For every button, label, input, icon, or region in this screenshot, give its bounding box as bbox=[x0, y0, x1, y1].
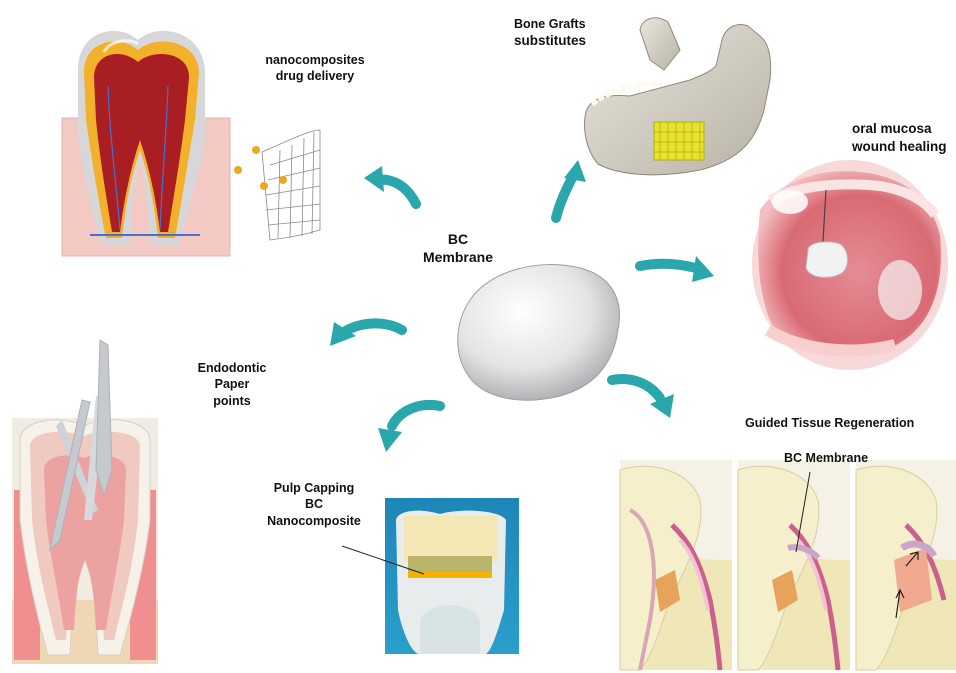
bc-membrane-blob bbox=[458, 265, 620, 401]
pulp-capping-line2: BC bbox=[256, 496, 372, 512]
bone-grafts-label: Bone Grafts substitutes bbox=[514, 16, 586, 50]
bone-grafts-line2: substitutes bbox=[514, 32, 586, 50]
endodontic-tooth-image bbox=[12, 340, 158, 664]
arrow-to-gtr bbox=[612, 379, 674, 418]
gtr-title: Guided Tissue Regeneration bbox=[745, 415, 914, 431]
endodontic-label: Endodontic Paper points bbox=[190, 360, 274, 409]
endodontic-line1: Endodontic bbox=[190, 360, 274, 376]
gtr-panel-3 bbox=[856, 460, 956, 670]
endodontic-line2: Paper bbox=[190, 376, 274, 392]
endodontic-line3: points bbox=[190, 393, 274, 409]
arrow-to-endodontic bbox=[330, 322, 402, 346]
nanocomposites-line2: drug delivery bbox=[250, 68, 380, 84]
oral-mucosa-line1: oral mucosa bbox=[852, 120, 947, 138]
center-label-line2: Membrane bbox=[412, 248, 504, 266]
nanocomposites-label: nanocomposites drug delivery bbox=[250, 52, 380, 85]
pulp-capping-line1: Pulp Capping bbox=[256, 480, 372, 496]
arrow-to-bone-grafts bbox=[556, 160, 586, 218]
arrow-to-nanocomposites bbox=[364, 166, 416, 204]
nano-mesh-image bbox=[262, 130, 320, 240]
nanocomposites-line1: nanocomposites bbox=[250, 52, 380, 68]
pulp-capping-line3: Nanocomposite bbox=[256, 513, 372, 529]
arrow-to-oral-mucosa bbox=[640, 256, 714, 282]
oral-cavity-image bbox=[752, 160, 948, 370]
gtr-panel-1 bbox=[620, 460, 732, 670]
oral-mucosa-label: oral mucosa wound healing bbox=[852, 120, 947, 155]
center-label-line1: BC bbox=[412, 230, 504, 248]
center-label: BC Membrane bbox=[412, 230, 504, 266]
gtr-membrane-label: BC Membrane bbox=[784, 450, 868, 466]
tooth-cross-section-image bbox=[62, 31, 230, 256]
gtr-panel-2 bbox=[738, 460, 850, 670]
mandible-image bbox=[585, 18, 771, 175]
oral-mucosa-line2: wound healing bbox=[852, 138, 947, 156]
bone-grafts-line1: Bone Grafts bbox=[514, 16, 586, 32]
pulp-capping-label: Pulp Capping BC Nanocomposite bbox=[256, 480, 372, 529]
arrow-to-pulp-capping bbox=[378, 405, 440, 452]
